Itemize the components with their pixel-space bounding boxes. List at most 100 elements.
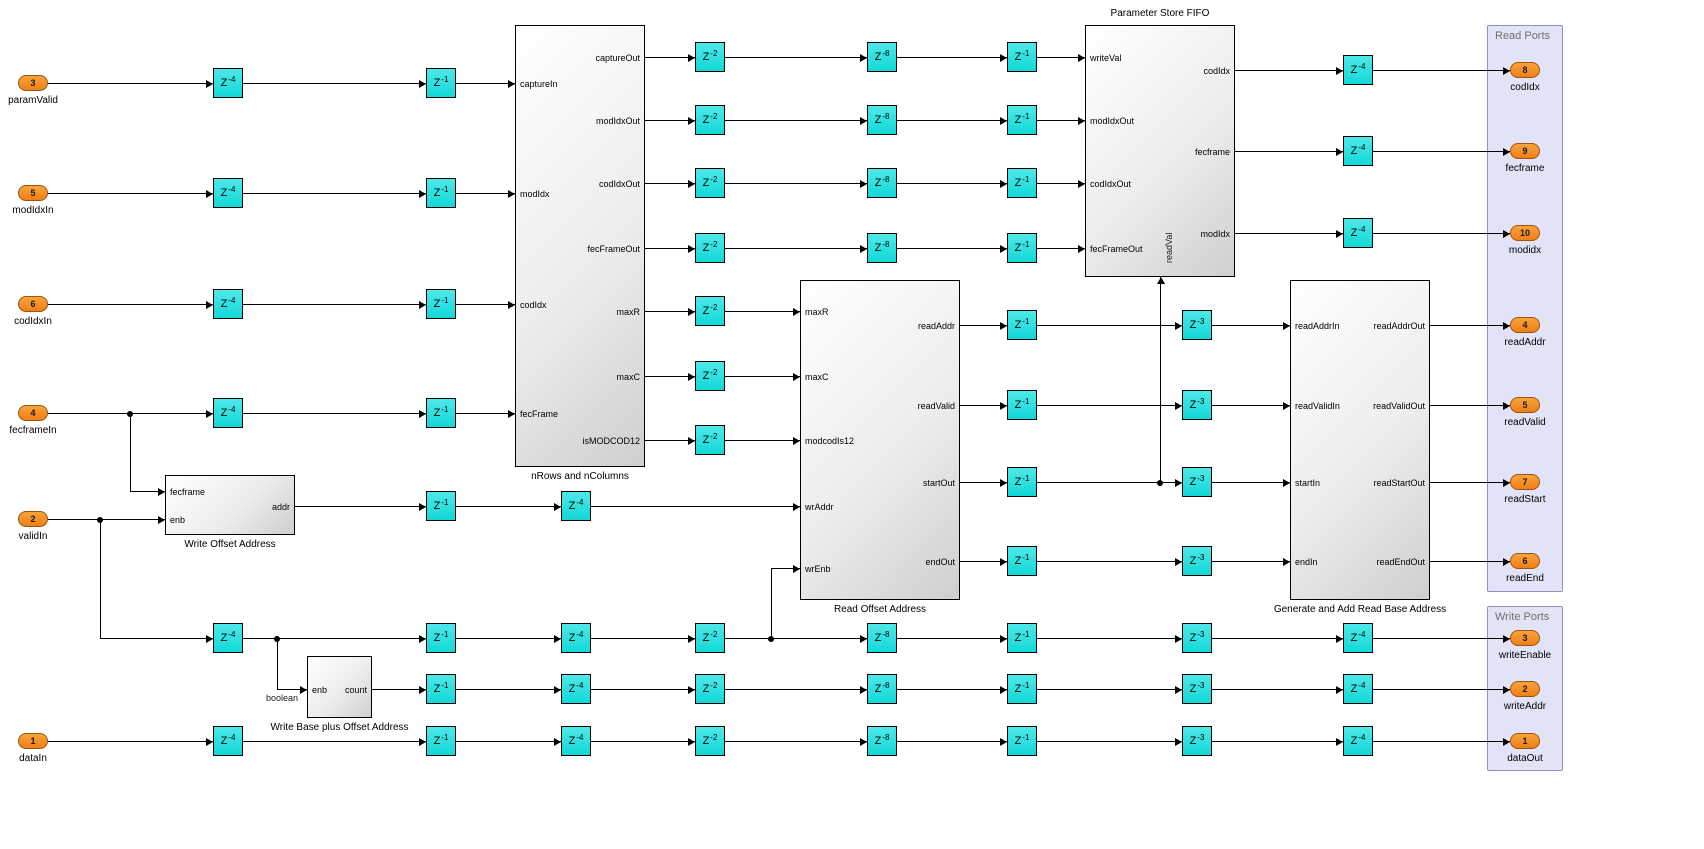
signal-wire[interactable]	[725, 440, 800, 441]
delay-block-z-4[interactable]: Z-4	[1343, 218, 1373, 248]
delay-block-z-4[interactable]: Z-4	[561, 491, 591, 521]
signal-wire[interactable]	[1373, 233, 1510, 234]
signal-wire[interactable]	[243, 741, 426, 742]
delay-block-z-4[interactable]: Z-4	[561, 623, 591, 653]
signal-wire[interactable]	[960, 561, 1007, 562]
delay-block-z-1[interactable]: Z-1	[1007, 623, 1037, 653]
outport-readstart[interactable]: 7	[1510, 474, 1540, 490]
signal-wire[interactable]	[1212, 689, 1343, 690]
outport-readaddr[interactable]: 4	[1510, 317, 1540, 333]
delay-block-z-1[interactable]: Z-1	[1007, 105, 1037, 135]
signal-wire[interactable]	[645, 120, 695, 121]
signal-wire[interactable]	[48, 519, 165, 520]
signal-wire[interactable]	[725, 741, 867, 742]
inport-codidxin[interactable]: 6	[18, 296, 48, 312]
signal-wire[interactable]	[456, 689, 561, 690]
delay-block-z-2[interactable]: Z-2	[695, 168, 725, 198]
signal-wire[interactable]	[1037, 741, 1182, 742]
delay-block-z-1[interactable]: Z-1	[426, 674, 456, 704]
delay-block-z-3[interactable]: Z-3	[1182, 467, 1212, 497]
delay-block-z-2[interactable]: Z-2	[695, 233, 725, 263]
delay-block-z-2[interactable]: Z-2	[695, 105, 725, 135]
signal-wire[interactable]	[1037, 405, 1182, 406]
delay-block-z-4[interactable]: Z-4	[213, 623, 243, 653]
signal-wire[interactable]	[960, 325, 1007, 326]
delay-block-z-1[interactable]: Z-1	[426, 623, 456, 653]
outport-fecframe[interactable]: 9	[1510, 143, 1540, 159]
delay-block-z-4[interactable]: Z-4	[213, 178, 243, 208]
signal-wire[interactable]	[130, 413, 131, 491]
inport-validin[interactable]: 2	[18, 511, 48, 527]
outport-codidx[interactable]: 8	[1510, 62, 1540, 78]
signal-wire[interactable]	[1212, 741, 1343, 742]
signal-wire[interactable]	[645, 248, 695, 249]
delay-block-z-3[interactable]: Z-3	[1182, 546, 1212, 576]
signal-wire[interactable]	[725, 183, 867, 184]
signal-wire[interactable]	[1037, 248, 1085, 249]
signal-wire[interactable]	[771, 568, 800, 569]
delay-block-z-3[interactable]: Z-3	[1182, 310, 1212, 340]
signal-wire[interactable]	[243, 413, 426, 414]
delay-block-z-2[interactable]: Z-2	[695, 726, 725, 756]
signal-wire[interactable]	[725, 120, 867, 121]
signal-wire[interactable]	[645, 183, 695, 184]
signal-wire[interactable]	[100, 519, 101, 638]
signal-wire[interactable]	[1373, 151, 1510, 152]
signal-wire[interactable]	[1037, 120, 1085, 121]
signal-wire[interactable]	[1037, 482, 1182, 483]
delay-block-z-8[interactable]: Z-8	[867, 168, 897, 198]
signal-wire[interactable]	[456, 741, 561, 742]
delay-block-z-4[interactable]: Z-4	[1343, 55, 1373, 85]
signal-wire[interactable]	[897, 120, 1007, 121]
signal-wire[interactable]	[1037, 183, 1085, 184]
signal-wire[interactable]	[1430, 561, 1510, 562]
delay-block-z-8[interactable]: Z-8	[867, 623, 897, 653]
delay-block-z-8[interactable]: Z-8	[867, 105, 897, 135]
delay-block-z-2[interactable]: Z-2	[695, 361, 725, 391]
signal-wire[interactable]	[1430, 405, 1510, 406]
delay-block-z-1[interactable]: Z-1	[426, 68, 456, 98]
signal-wire[interactable]	[725, 376, 800, 377]
delay-block-z-2[interactable]: Z-2	[695, 42, 725, 72]
delay-block-z-4[interactable]: Z-4	[1343, 674, 1373, 704]
delay-block-z-1[interactable]: Z-1	[1007, 310, 1037, 340]
delay-block-z-1[interactable]: Z-1	[1007, 674, 1037, 704]
signal-wire[interactable]	[960, 405, 1007, 406]
delay-block-z-1[interactable]: Z-1	[1007, 168, 1037, 198]
delay-block-z-3[interactable]: Z-3	[1182, 674, 1212, 704]
delay-block-z-1[interactable]: Z-1	[1007, 467, 1037, 497]
signal-wire[interactable]	[1160, 277, 1161, 482]
signal-wire[interactable]	[243, 304, 426, 305]
signal-wire[interactable]	[725, 689, 867, 690]
signal-wire[interactable]	[48, 193, 213, 194]
signal-wire[interactable]	[1037, 57, 1085, 58]
delay-block-z-1[interactable]: Z-1	[1007, 546, 1037, 576]
outport-dataout[interactable]: 1	[1510, 733, 1540, 749]
signal-wire[interactable]	[1235, 151, 1343, 152]
signal-wire[interactable]	[456, 413, 515, 414]
signal-wire[interactable]	[1212, 405, 1290, 406]
delay-block-z-1[interactable]: Z-1	[1007, 390, 1037, 420]
signal-wire[interactable]	[897, 57, 1007, 58]
signal-wire[interactable]	[295, 506, 426, 507]
signal-wire[interactable]	[645, 440, 695, 441]
signal-wire[interactable]	[243, 193, 426, 194]
delay-block-z-2[interactable]: Z-2	[695, 623, 725, 653]
signal-wire[interactable]	[1373, 638, 1510, 639]
inport-fecframein[interactable]: 4	[18, 405, 48, 421]
delay-block-z-3[interactable]: Z-3	[1182, 623, 1212, 653]
signal-wire[interactable]	[48, 741, 213, 742]
delay-block-z-4[interactable]: Z-4	[561, 674, 591, 704]
delay-block-z-4[interactable]: Z-4	[1343, 623, 1373, 653]
inport-modidxin[interactable]: 5	[18, 185, 48, 201]
signal-wire[interactable]	[645, 311, 695, 312]
outport-modidx[interactable]: 10	[1510, 225, 1540, 241]
delay-block-z-8[interactable]: Z-8	[867, 726, 897, 756]
signal-wire[interactable]	[645, 57, 695, 58]
delay-block-z-4[interactable]: Z-4	[213, 398, 243, 428]
signal-wire[interactable]	[456, 193, 515, 194]
signal-wire[interactable]	[1037, 325, 1182, 326]
delay-block-z-1[interactable]: Z-1	[426, 178, 456, 208]
signal-wire[interactable]	[456, 83, 515, 84]
